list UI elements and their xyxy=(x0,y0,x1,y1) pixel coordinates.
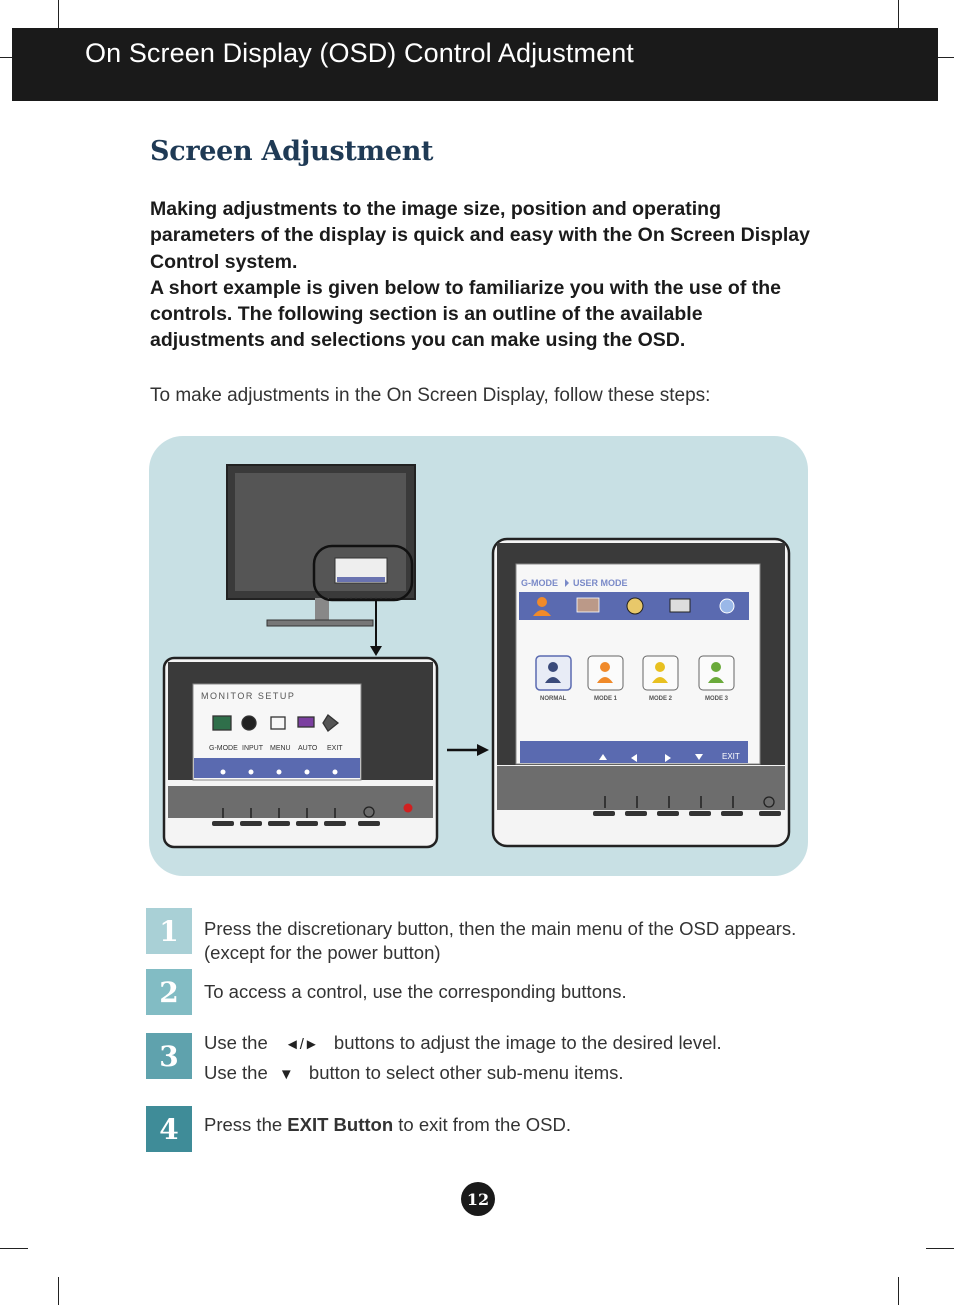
section-title: Screen Adjustment xyxy=(150,136,434,167)
crop-mark xyxy=(898,0,899,28)
step-3-line-1-post: buttons to adjust the image to the desir… xyxy=(333,1032,722,1053)
intro-paragraph-1: Making adjustments to the image size, po… xyxy=(150,198,810,273)
intro-paragraph-2: A short example is given below to famili… xyxy=(150,276,781,352)
step-number-2: 2 xyxy=(146,969,192,1015)
left-osd-item-4: AUTO xyxy=(298,745,318,752)
step-number-3: 3 xyxy=(146,1033,192,1079)
header-bar xyxy=(12,28,938,101)
page-header-title: On Screen Display (OSD) Control Adjustme… xyxy=(85,38,634,68)
left-osd-item-2: INPUT xyxy=(242,745,264,752)
step-4-bold: EXIT Button xyxy=(287,1114,394,1135)
step-4-pre: Press the xyxy=(204,1114,288,1135)
step-text-3: Use the ◄/► buttons to adjust the image … xyxy=(204,1029,722,1089)
crop-mark xyxy=(926,1248,954,1249)
crop-mark xyxy=(898,1277,899,1305)
intro-text: Making adjustments to the image size, po… xyxy=(150,196,810,354)
step-number-1: 1 xyxy=(146,908,192,954)
step-text-4: Press the EXIT Button to exit from the O… xyxy=(204,1113,571,1137)
osd-illustration: MONITOR SETUP G-MODE INPUT MENU AUTO EXI… xyxy=(149,436,808,876)
left-right-arrows-icon: ◄/► xyxy=(284,1036,319,1053)
right-osd-breadcrumb-1: G-MODE xyxy=(521,578,558,588)
mode-label-1: MODE 1 xyxy=(594,696,618,702)
left-osd-item-1: G-MODE xyxy=(209,745,238,752)
crop-mark xyxy=(0,1248,28,1249)
step-text-2: To access a control, use the correspondi… xyxy=(204,981,627,1002)
step-1-line-1: Press the discretionary button, then the… xyxy=(204,918,797,939)
step-3-line-1-pre: Use the xyxy=(204,1032,268,1053)
crop-mark xyxy=(0,57,12,58)
step-3-line-2-post: button to select other sub-menu items. xyxy=(308,1062,624,1083)
step-1-line-2: (except for the power button) xyxy=(204,942,441,963)
left-osd-item-5: EXIT xyxy=(327,745,343,752)
left-osd-item-3: MENU xyxy=(270,745,291,752)
mode-label-normal: NORMAL xyxy=(540,696,567,702)
right-monitor-illustration: G-MODE USER MODE NORMAL xyxy=(491,537,791,848)
crop-mark xyxy=(938,57,954,58)
step-number-4: 4 xyxy=(146,1106,192,1152)
page-number: 12 xyxy=(461,1182,495,1216)
step-4-post: to exit from the OSD. xyxy=(393,1114,572,1135)
left-osd-title: MONITOR SETUP xyxy=(201,691,295,701)
right-osd-breadcrumb-2: USER MODE xyxy=(573,578,628,588)
mode-label-2: MODE 2 xyxy=(649,696,673,702)
crop-mark xyxy=(58,0,59,28)
step-text-1: Press the discretionary button, then the… xyxy=(204,917,796,965)
steps-intro: To make adjustments in the On Screen Dis… xyxy=(150,385,711,406)
small-monitor-illustration xyxy=(226,464,416,656)
left-monitor-illustration: MONITOR SETUP G-MODE INPUT MENU AUTO EXI… xyxy=(162,656,439,849)
mode-label-3: MODE 3 xyxy=(705,696,729,702)
crop-mark xyxy=(58,1277,59,1305)
down-arrow-icon: ▼ xyxy=(278,1066,294,1083)
right-osd-exit: EXIT xyxy=(722,752,740,761)
step-3-line-2-pre: Use the xyxy=(204,1062,268,1083)
